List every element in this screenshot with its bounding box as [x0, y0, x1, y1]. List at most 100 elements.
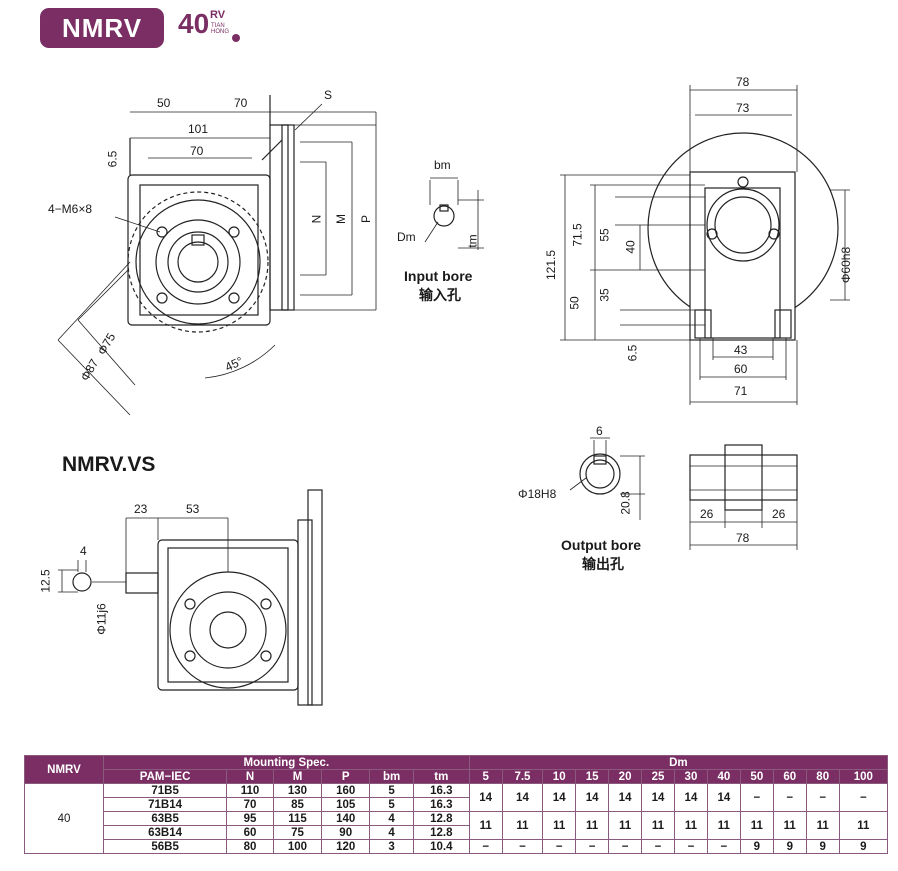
dm-cell: − [838, 783, 889, 812]
col-2: M [272, 769, 323, 784]
dm-cell: 14 [575, 783, 610, 812]
spec-cell: 56B5 [102, 839, 228, 854]
dm-col-6: 30 [673, 769, 708, 784]
dm-cell: 14 [706, 783, 741, 812]
dim-p: P [359, 214, 374, 224]
dm-cell: 9 [772, 839, 807, 854]
spec-cell: 70 [226, 797, 274, 812]
spec-cell: 105 [321, 797, 371, 812]
dm-cell: − [542, 839, 577, 854]
side-dim-71-5: 71.5 [570, 223, 585, 247]
vs-dim-4: 4 [80, 544, 87, 558]
spec-cell: 4 [369, 811, 414, 826]
dm-col-1: 7.5 [501, 769, 544, 784]
dm-cell: − [706, 839, 741, 854]
input-bore-label-cn: 输入孔 [419, 287, 461, 303]
spec-cell: 4 [369, 825, 414, 840]
dm-cell: − [575, 839, 610, 854]
output-bore-label-cn: 输出孔 [582, 556, 624, 572]
spec-cell: 60 [226, 825, 274, 840]
out-dim-phi18: Φ18H8 [518, 487, 557, 501]
output-bore-label: Output bore [561, 537, 642, 553]
dm-cell: 9 [739, 839, 774, 854]
spec-cell: 100 [272, 839, 323, 854]
vs-dim-12-5: 12.5 [38, 569, 53, 593]
out-dim-20-8: 20.8 [618, 491, 633, 515]
spec-cell: 16.3 [412, 797, 470, 812]
spec-cell: 115 [272, 811, 323, 826]
spec-cell: 71B5 [102, 783, 228, 798]
col-1: N [226, 769, 274, 784]
spec-cell: 90 [321, 825, 371, 840]
dm-col-9: 60 [772, 769, 807, 784]
dm-cell: 11 [641, 811, 675, 840]
dim-n: N [309, 214, 324, 224]
dm-cell: 11 [468, 811, 503, 840]
col-4: bm [369, 769, 414, 784]
dm-cell: 14 [608, 783, 643, 812]
dm-col-0: 5 [468, 769, 503, 784]
dm-cell: 11 [805, 811, 840, 840]
out-dim-78: 78 [736, 531, 750, 545]
out-dim-6: 6 [596, 424, 603, 438]
dm-cell: 11 [501, 811, 544, 840]
dm-cell: 14 [673, 783, 708, 812]
spec-cell: 63B14 [102, 825, 228, 840]
dm-col-5: 25 [641, 769, 675, 784]
dm-cell: − [739, 783, 774, 812]
dm-col-8: 50 [739, 769, 774, 784]
spec-cell: 110 [226, 783, 274, 798]
hole-spec: 4−M6×8 [48, 202, 93, 216]
dm-cell: − [468, 839, 503, 854]
spec-cell: 85 [272, 797, 323, 812]
side-dim-71: 71 [734, 384, 748, 398]
input-tm: tm [465, 234, 480, 248]
side-dim-60: 60 [734, 362, 748, 376]
side-dim-6-5: 6.5 [625, 344, 640, 362]
front-view-drawing [57, 95, 377, 416]
dm-cell: 11 [739, 811, 774, 840]
dm-cell: 14 [468, 783, 503, 812]
col-5: tm [412, 769, 470, 784]
spec-cell: 10.4 [412, 839, 470, 854]
dm-cell: 14 [501, 783, 544, 812]
side-dim-55: 55 [597, 228, 612, 242]
size-label: 40 [178, 8, 210, 39]
spec-cell: 16.3 [412, 783, 470, 798]
col-dm: Dm [468, 755, 889, 770]
brand-dot [232, 34, 240, 42]
dm-cell: 11 [706, 811, 741, 840]
vs-drawing [58, 489, 323, 706]
dim-101: 101 [188, 122, 209, 136]
side-dim-50: 50 [567, 296, 582, 310]
spec-cell: 140 [321, 811, 371, 826]
input-bm: bm [434, 158, 451, 172]
side-dim-40: 40 [623, 240, 638, 254]
dim-70-inner: 70 [190, 144, 204, 158]
vs-title: NMRV.VS [62, 453, 156, 476]
side-dim-35: 35 [597, 288, 612, 302]
size-suffix: RV [210, 9, 226, 21]
spec-cell: 120 [321, 839, 371, 854]
dm-col-11: 100 [838, 769, 889, 784]
col-mounting: Mounting Spec. [103, 755, 470, 770]
spec-cell: 5 [369, 797, 414, 812]
dm-col-4: 20 [608, 769, 643, 784]
dm-cell: 11 [838, 811, 889, 840]
dm-cell: 11 [673, 811, 708, 840]
dim-m: M [334, 214, 348, 224]
dim-6-5: 6.5 [105, 150, 120, 168]
dm-cell: 11 [575, 811, 610, 840]
input-dm: Dm [397, 230, 416, 244]
dm-cell: − [501, 839, 544, 854]
spec-cell: 80 [226, 839, 274, 854]
dm-col-3: 15 [575, 769, 610, 784]
spec-cell: 130 [272, 783, 323, 798]
spec-cell: 63B5 [102, 811, 228, 826]
input-bore-drawing [424, 177, 484, 250]
col-0: PAM−IEC [102, 769, 228, 784]
dm-cell: 14 [641, 783, 675, 812]
